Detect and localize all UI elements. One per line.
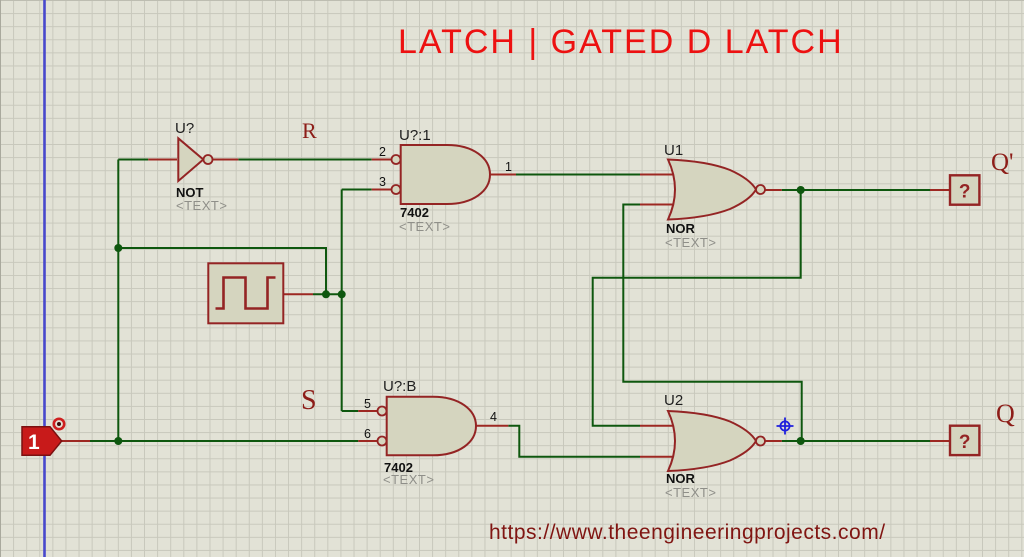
gate-text-placeholder: <TEXT> <box>665 235 716 250</box>
pin-number: 5 <box>364 397 371 411</box>
junctions <box>114 186 805 445</box>
nor-gate-u1[interactable]: U1 NOR <TEXT> <box>664 142 766 250</box>
pin-number: 4 <box>490 410 497 424</box>
probe-box[interactable] <box>948 174 981 206</box>
not-gate-body[interactable] <box>177 136 205 184</box>
clock-source[interactable] <box>207 262 285 325</box>
wire-segment[interactable] <box>118 247 327 295</box>
junction-dot[interactable] <box>796 186 805 194</box>
net-label-q: Q <box>996 399 1015 428</box>
pin-stubs <box>61 158 950 458</box>
probe-box[interactable] <box>948 424 981 457</box>
net-label-s: S <box>301 385 317 416</box>
inverter-bubble <box>390 184 402 195</box>
pin-number: 3 <box>379 175 386 189</box>
terminal-arrow[interactable] <box>21 425 63 457</box>
inverter-bubble <box>755 184 766 195</box>
inverter-bubble <box>755 435 766 447</box>
gate-text-placeholder: <TEXT> <box>383 472 434 487</box>
inverter-bubble <box>390 154 402 165</box>
probe-qbar[interactable]: ? <box>948 174 981 206</box>
gate-type: NOR <box>666 221 696 236</box>
junction-dot[interactable] <box>337 290 346 299</box>
inverter-bubble <box>202 154 214 165</box>
junction-dot[interactable] <box>114 437 123 445</box>
gate-text-placeholder: <TEXT> <box>399 219 450 234</box>
net-label-qbar: Q' <box>991 149 1014 176</box>
not-gate[interactable]: U? NOT <TEXT> <box>175 120 227 213</box>
pin-number: 6 <box>364 427 371 441</box>
pin-number: 1 <box>505 160 512 174</box>
pin-number: 2 <box>379 145 386 159</box>
wire-segment[interactable] <box>622 203 803 442</box>
gate-type: NOR <box>666 471 696 486</box>
not-gate-text-placeholder: <TEXT> <box>176 198 227 213</box>
gate-part: 7402 <box>384 460 413 475</box>
gate-body[interactable] <box>666 409 758 473</box>
clock-source-body[interactable] <box>207 262 285 325</box>
square-wave-icon <box>215 276 276 310</box>
probe-q[interactable]: ? <box>948 424 981 457</box>
inverter-bubble <box>376 405 388 417</box>
nor-gate-u1-r[interactable]: U?:1 7402 <TEXT> 2 3 1 <box>379 127 512 234</box>
not-gate-type: NOT <box>176 185 204 200</box>
junction-dot[interactable] <box>796 437 805 445</box>
wires <box>90 158 930 458</box>
terminal-state: 1 <box>28 431 40 454</box>
junction-dot[interactable] <box>114 244 123 252</box>
gate-body[interactable] <box>385 395 478 457</box>
junction-dot[interactable] <box>322 290 330 299</box>
probe-value: ? <box>959 182 971 203</box>
not-gate-ref: U? <box>175 120 194 137</box>
gate-ref: U2 <box>664 392 683 409</box>
gate-body[interactable] <box>399 144 492 205</box>
nor-gate-ub-s[interactable]: U?:B 7402 <TEXT> 5 6 4 <box>364 378 497 487</box>
inverter-bubble <box>376 435 388 447</box>
gate-text-placeholder: <TEXT> <box>665 485 716 500</box>
probe-value: ? <box>959 432 971 453</box>
gate-ref: U?:B <box>383 378 416 395</box>
watermark-url: https://www.theengineeringprojects.com/ <box>489 521 886 544</box>
nor-gate-u2[interactable]: U2 NOR <TEXT> <box>664 392 766 500</box>
node-marker-icon <box>52 417 66 431</box>
wire-segment[interactable] <box>508 424 640 458</box>
gate-ref: U1 <box>664 142 683 159</box>
gate-ref: U?:1 <box>399 127 431 144</box>
schematic-title: LATCH | GATED D LATCH <box>398 23 844 61</box>
gate-body[interactable] <box>666 158 758 221</box>
gate-part: 7402 <box>400 205 429 220</box>
net-label-r: R <box>302 118 317 143</box>
crosshair-marker-icon <box>776 417 794 435</box>
wire-segment[interactable] <box>591 190 802 427</box>
logic-input-terminal[interactable]: 1 <box>21 417 66 457</box>
